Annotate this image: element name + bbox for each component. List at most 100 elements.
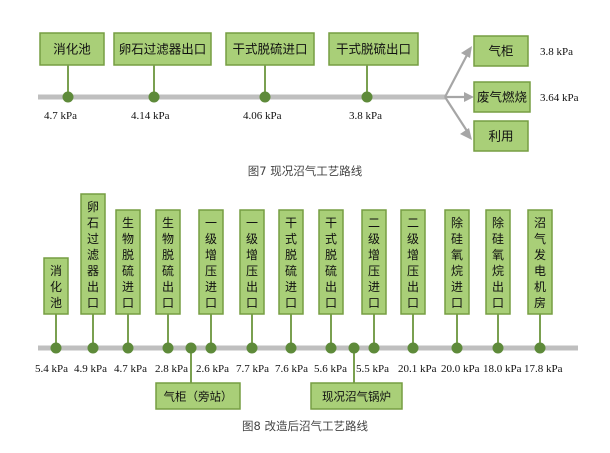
- figure8-station-box: [198, 209, 224, 315]
- figure8-station: 一级增压出口 7.7 kPa: [236, 209, 269, 375]
- figure8-branch-node: [348, 342, 360, 354]
- figure8-station-node: [451, 342, 463, 354]
- figure8-station-label: 干式脱硫进口: [285, 216, 297, 310]
- figure8-station-label: 生物脱硫出口: [162, 216, 174, 310]
- figure7-output-pressure: 3.64 kPa: [540, 92, 579, 104]
- figure8-branch-2: 现况沼气锅炉: [310, 342, 403, 410]
- figure8-station-box: [400, 209, 426, 315]
- figure8-station: 干式脱硫出口 5.6 kPa: [314, 209, 347, 375]
- figure8-station: 干式脱硫进口 7.6 kPa: [275, 209, 308, 375]
- figure7-station-box: [113, 32, 212, 66]
- figure7-station-pressure: 4.7 kPa: [44, 110, 77, 122]
- figure7-output-arrows: [444, 46, 474, 140]
- figure7-station-node: [259, 91, 271, 103]
- figure8-station-node: [246, 342, 258, 354]
- figure7-station-box: [225, 32, 315, 66]
- figure7-station-label: 消化池: [53, 42, 91, 57]
- figure7-diagram: 消化池 4.7 kPa 卵石过滤器出口 4.14 kPa 干式脱硫进口 4.06…: [38, 32, 579, 178]
- figure8-station-box: [43, 257, 69, 315]
- figure8-station-box: [115, 209, 141, 315]
- figure7-output-label: 气柜: [488, 44, 513, 59]
- figure8-station-box: [155, 209, 181, 315]
- figure8-station-box: [485, 209, 511, 315]
- figure8-station-pressure: 5.6 kPa: [314, 363, 347, 375]
- figure7-arrowhead: [464, 92, 474, 102]
- figure8-station-node: [162, 342, 174, 354]
- figure8-station-box: [527, 209, 553, 315]
- figure7-station-box: [39, 32, 105, 66]
- figure8-station-node: [122, 342, 134, 354]
- figure8-station-pressure: 2.6 kPa: [196, 363, 229, 375]
- figure8-station-node: [205, 342, 217, 354]
- figure8-station-box: [278, 209, 304, 315]
- figure8-branch-label: 现况沼气锅炉: [322, 390, 391, 404]
- figure8-station-node: [50, 342, 62, 354]
- figure8-station-node: [492, 342, 504, 354]
- figure8-station-box: [444, 209, 470, 315]
- figure7-output-box: [473, 81, 531, 113]
- figure8-station-node: [285, 342, 297, 354]
- figure8-station-node: [87, 342, 99, 354]
- figure8-station-label: 干式脱硫出口: [325, 216, 337, 310]
- figure8-caption: 图8 改造后沼气工艺路线: [242, 419, 368, 433]
- figure8-branch-box: [155, 382, 241, 410]
- figure7-output-pressure: 3.8 kPa: [540, 46, 573, 58]
- figure7-output-label: 利用: [488, 129, 513, 144]
- figure8-branch-node: [185, 342, 197, 354]
- figure8-station-pressure: 2.8 kPa: [155, 363, 188, 375]
- figure8-station-pressure: 5.5 kPa: [356, 363, 389, 375]
- figure8-station-node: [407, 342, 419, 354]
- figure7-station-pressure: 3.8 kPa: [349, 110, 382, 122]
- figure8-station-box: [239, 209, 265, 315]
- figure8-diagram: 消化池 5.4 kPa 卵石过滤器出口 4.9 kPa 生物脱硫进口 4.7 kPa 生物脱…: [35, 193, 578, 433]
- figure8-station: 消化池 5.4 kPa: [35, 257, 69, 375]
- figure8-station-pressure: 4.7 kPa: [114, 363, 147, 375]
- figure8-station-label: 一级增压出口: [246, 216, 258, 310]
- figure8-branch-box: [310, 382, 403, 410]
- figure7-station-2: 卵石过滤器出口 4.14 kPa: [113, 32, 212, 122]
- figure8-station-label: 二级增压出口: [407, 216, 419, 310]
- figure7-caption: 图7 现况沼气工艺路线: [248, 164, 363, 178]
- figure7-arrow-down: [444, 96, 468, 132]
- figure8-station-label: 除硅氧烷进口: [451, 215, 463, 310]
- figure8-station: 一级增压进口 2.6 kPa: [196, 209, 229, 375]
- figure8-branch-1: 气柜（旁站）: [155, 342, 241, 410]
- figure8-station-label: 一级增压进口: [205, 216, 217, 310]
- figure8-station-label: 卵石过滤器出口: [87, 200, 99, 310]
- figure8-station-pressure: 7.6 kPa: [275, 363, 308, 375]
- figure8-branch-label: 气柜（旁站）: [164, 390, 233, 404]
- figure8-station-box: [80, 193, 106, 315]
- figure7-arrowhead: [461, 46, 472, 58]
- figure7-station-3: 干式脱硫进口 4.06 kPa: [225, 32, 315, 122]
- figure7-station-1: 消化池 4.7 kPa: [39, 32, 105, 122]
- figure7-station-node: [148, 91, 160, 103]
- figure7-station-label: 卵石过滤器出口: [119, 42, 207, 57]
- figure7-arrowhead: [460, 128, 472, 140]
- figure8-station-label: 除硅氧烷出口: [492, 215, 504, 310]
- figure8-station: 生物脱硫出口 2.8 kPa: [155, 209, 188, 375]
- figure7-station-label: 干式脱硫出口: [336, 42, 411, 57]
- figure8-station: 沼气发电机房 17.8 kPa: [524, 209, 563, 375]
- figure7-station-box: [328, 32, 419, 66]
- figure7-station-node: [361, 91, 373, 103]
- figure8-station-pressure: 20.1 kPa: [398, 363, 437, 375]
- figure8-station-pressure: 7.7 kPa: [236, 363, 269, 375]
- figure8-station-node: [534, 342, 546, 354]
- figure8-station-box: [318, 209, 344, 315]
- figure8-stations: 消化池 5.4 kPa 卵石过滤器出口 4.9 kPa 生物脱硫进口 4.7 kPa 生物脱…: [35, 193, 563, 375]
- figure8-station-pressure: 17.8 kPa: [524, 363, 563, 375]
- figure8-station-pressure: 4.9 kPa: [74, 363, 107, 375]
- figure8-station-label: 消化池: [50, 264, 62, 310]
- figure7-output-box: [473, 120, 529, 152]
- figure8-station-label: 生物脱硫进口: [122, 216, 134, 310]
- figure8-station-pressure: 5.4 kPa: [35, 363, 68, 375]
- figure8-station-box: [361, 209, 387, 315]
- figure7-station-node: [62, 91, 74, 103]
- figure7-output-2: 废气燃烧 3.64 kPa: [473, 81, 579, 113]
- figure7-station-label: 干式脱硫进口: [232, 42, 307, 57]
- figure7-station-4: 干式脱硫出口 3.8 kPa: [328, 32, 419, 122]
- figure8-station-label: 沼气发电机房: [534, 216, 546, 310]
